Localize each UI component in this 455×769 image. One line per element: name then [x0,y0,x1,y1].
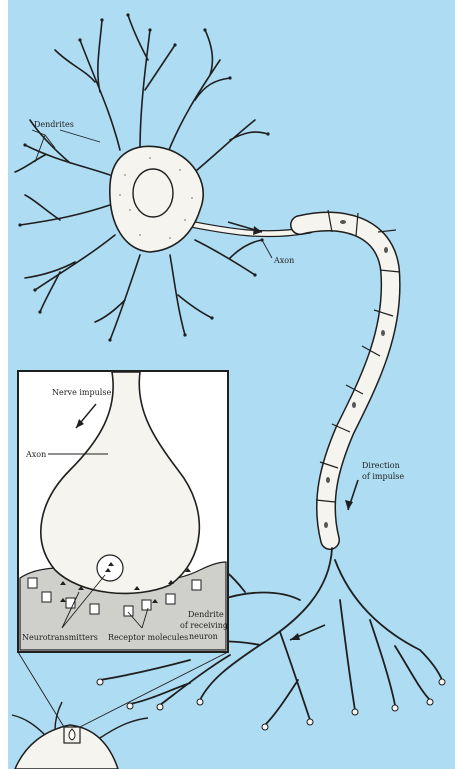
inset-neurotransmitters-label: Neurotransmitters [22,633,98,642]
inset-dendrite-label-line-2: of receiving [180,621,228,630]
inset-receptor-molecules-label: Receptor molecules [108,633,188,642]
inset-dendrite-label-line-3: neuron [189,632,218,641]
dendrites-label: Dendrites [34,120,74,129]
nucleus [133,169,173,217]
left-margin [0,0,8,769]
inset-axon-label: Axon [25,450,46,459]
inset-nerve-impulse-label: Nerve impulse [52,388,111,397]
axon-label: Axon [273,256,294,265]
direction-label-line-2: of impulse [362,472,404,481]
direction-label-line-1: Direction [362,461,400,470]
synaptic-vesicle [97,555,123,581]
inset-dendrite-label-line-1: Dendrite [188,610,224,619]
